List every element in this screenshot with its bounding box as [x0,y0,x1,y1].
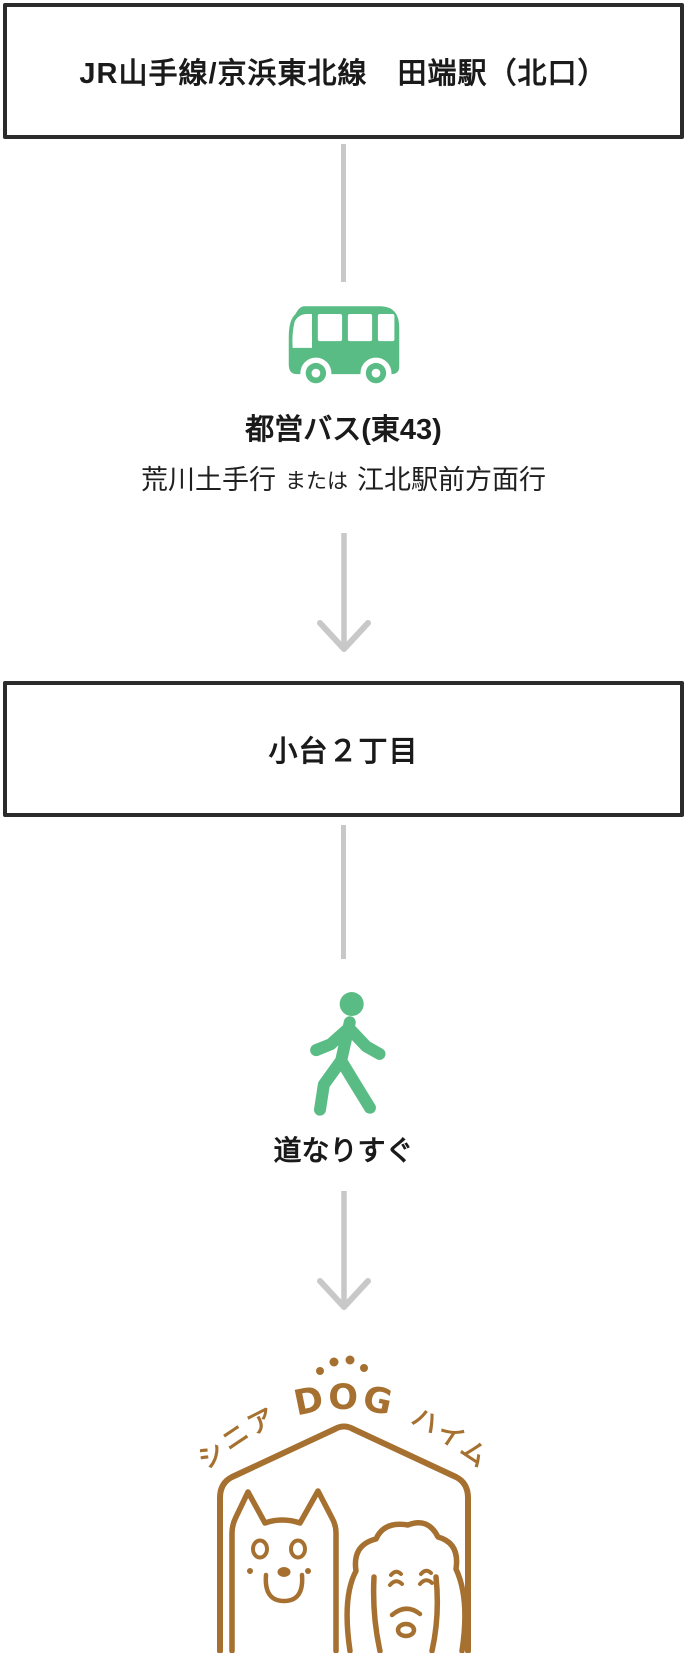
walk-icon [309,992,386,1116]
down-arrow-2 [316,1191,371,1310]
stop-box-label: 小台２丁目 [268,736,419,768]
detail-destination-2: 江北駅前方面行 [357,465,546,495]
detail-connector-word: または [285,469,348,493]
station-box: JR山手線/京浜東北線 田端駅（北口） [3,3,684,139]
stop-box: 小台２丁目 [3,681,684,817]
logo-text-senior: シニア [194,1402,282,1476]
logo-text-dog: DOG [290,1378,398,1425]
poodle-dog-face [343,1520,468,1653]
paw-print-dots [315,1355,368,1375]
senior-dog-heim-logo: シニア DOG ハイム [194,1355,494,1653]
detail-destination-1: 荒川土手行 [141,465,276,495]
house-outline [216,1423,471,1653]
connector-line-1 [341,144,346,282]
logo-text-heim: ハイム [406,1402,494,1475]
station-box-label: JR山手線/京浜東北線 田端駅（北口） [79,58,608,90]
walk-step-label: 道なりすぐ [273,1135,414,1166]
down-arrow-1 [316,533,371,652]
bus-step-title: 都営バス(東43) [245,414,442,446]
bus-icon [288,306,399,389]
connector-line-2 [341,825,346,959]
bus-step-detail: 荒川土手行 または 江北駅前方面行 [141,458,546,497]
shiba-dog-face [228,1488,339,1653]
